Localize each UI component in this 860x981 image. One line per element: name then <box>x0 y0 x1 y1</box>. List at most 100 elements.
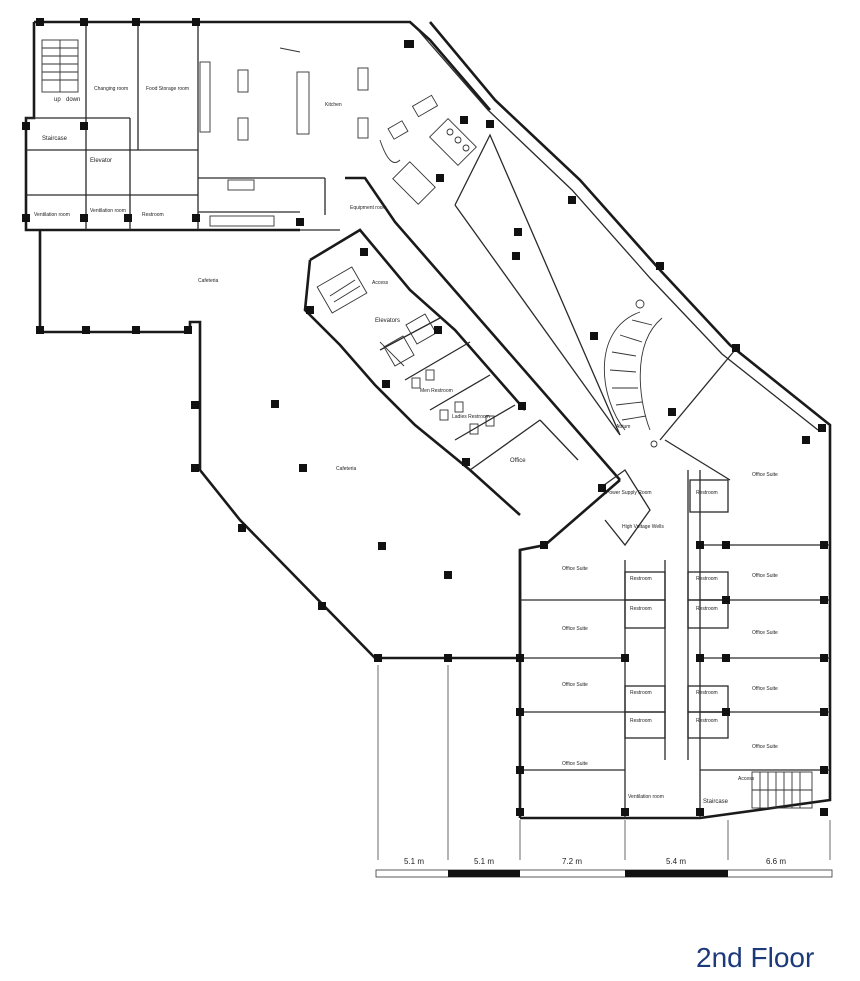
column-17 <box>296 218 304 226</box>
column-64 <box>436 174 444 182</box>
office-suite-9-label: Office Suite <box>562 761 588 767</box>
column-18 <box>36 326 44 334</box>
column-10 <box>818 424 826 432</box>
column-32 <box>382 380 390 388</box>
equipment-room-label: Equipment room <box>350 205 387 211</box>
column-15 <box>124 214 132 222</box>
column-53 <box>820 541 828 549</box>
column-27 <box>444 654 452 662</box>
ladies-restroom-label: Ladies Restroom <box>452 414 490 420</box>
column-11 <box>22 122 30 130</box>
column-58 <box>820 808 828 816</box>
food-storage-label: Food Storage room <box>146 86 189 92</box>
core-block: Access Elevators Men Restroom Ladies Res… <box>303 176 621 516</box>
dimension-1: 5.1 m <box>404 857 424 866</box>
elevator-nw-label: Elevator <box>90 158 112 164</box>
column-61 <box>378 542 386 550</box>
restroom-6-label: Restroom <box>630 690 652 696</box>
column-43 <box>516 808 524 816</box>
column-62 <box>444 571 452 579</box>
office-suite-1-label: Office Suite <box>752 472 778 478</box>
ventilation-nw-label: Ventilation room <box>34 212 70 218</box>
office-wing: Power Supply Room High Voltage Wells Off… <box>518 469 830 818</box>
column-52 <box>722 708 730 716</box>
high-voltage-label: High Voltage Wells <box>622 524 664 530</box>
column-14 <box>80 214 88 222</box>
access-label: Access <box>372 280 389 286</box>
column-31 <box>434 326 442 334</box>
structural-columns <box>22 18 828 816</box>
column-48 <box>696 808 704 816</box>
curved-stair <box>603 311 663 431</box>
nw-stair-treads <box>41 39 79 93</box>
column-37 <box>512 252 520 260</box>
office-suite-2-label: Office Suite <box>562 566 588 572</box>
restroom-7-label: Restroom <box>696 690 718 696</box>
column-34 <box>518 402 526 410</box>
column-30 <box>306 306 314 314</box>
office-suite-6-label: Office Suite <box>562 682 588 688</box>
column-21 <box>184 326 192 334</box>
column-25 <box>318 602 326 610</box>
core-toilet-stalls <box>411 369 495 435</box>
column-29 <box>360 248 368 256</box>
restroom-5-label: Restroom <box>696 606 718 612</box>
column-28 <box>516 654 524 662</box>
column-49 <box>722 541 730 549</box>
column-59 <box>271 400 279 408</box>
ventilation-s-label: Ventilation room <box>628 794 664 800</box>
restroom-4-label: Restroom <box>630 606 652 612</box>
office-suite-5-label: Office Suite <box>752 630 778 636</box>
column-24 <box>238 524 246 532</box>
kitchen-fixtures <box>199 47 439 227</box>
column-57 <box>820 766 828 774</box>
column-54 <box>820 596 828 604</box>
scale-bar <box>375 869 833 878</box>
atrium: Atrium <box>454 133 663 448</box>
stair-up-label: up <box>54 97 61 103</box>
men-restroom-label: Men Restroom <box>420 388 453 394</box>
kitchen-stoves <box>392 118 477 205</box>
column-16 <box>192 214 200 222</box>
atrium-label: Atrium <box>616 424 630 430</box>
column-20 <box>132 326 140 334</box>
power-rooms <box>599 469 651 547</box>
power-supply-label: Power Supply Room <box>606 490 652 496</box>
restroom-nw-label: Restroom <box>142 212 164 218</box>
column-35 <box>598 484 606 492</box>
office-label: Office <box>510 458 526 464</box>
column-65 <box>460 116 468 124</box>
column-60 <box>299 464 307 472</box>
column-12 <box>80 122 88 130</box>
column-47 <box>696 654 704 662</box>
column-22 <box>191 401 199 409</box>
column-19 <box>82 326 90 334</box>
dimension-bar: 5.1 m 5.1 m 7.2 m 5.4 m 6.6 m <box>375 665 833 878</box>
column-7 <box>568 196 576 204</box>
office-suite-8-label: Office Suite <box>752 744 778 750</box>
office-suite-3-label: Office Suite <box>752 573 778 579</box>
column-6 <box>486 120 494 128</box>
column-26 <box>374 654 382 662</box>
column-9 <box>732 344 740 352</box>
column-44 <box>621 654 629 662</box>
elevators-label: Elevators <box>375 318 400 324</box>
column-3 <box>132 18 140 26</box>
restroom-3-label: Restroom <box>696 576 718 582</box>
column-38 <box>590 332 598 340</box>
staircase-se-label: Staircase <box>703 799 729 805</box>
staircase-nw-label: Staircase <box>42 136 68 142</box>
column-55 <box>820 654 828 662</box>
cafeteria-top-label: Cafeteria <box>198 278 219 284</box>
changing-room-label: Changing room <box>94 86 128 92</box>
dimension-3: 7.2 m <box>562 857 582 866</box>
restroom-pods <box>624 479 729 739</box>
column-51 <box>722 654 730 662</box>
column-1 <box>36 18 44 26</box>
column-46 <box>696 541 704 549</box>
restroom-9-label: Restroom <box>696 718 718 724</box>
column-2 <box>80 18 88 26</box>
cafeteria-area: Cafeteria Cafeteria <box>38 229 621 660</box>
restroom-1-label: Restroom <box>696 490 718 496</box>
